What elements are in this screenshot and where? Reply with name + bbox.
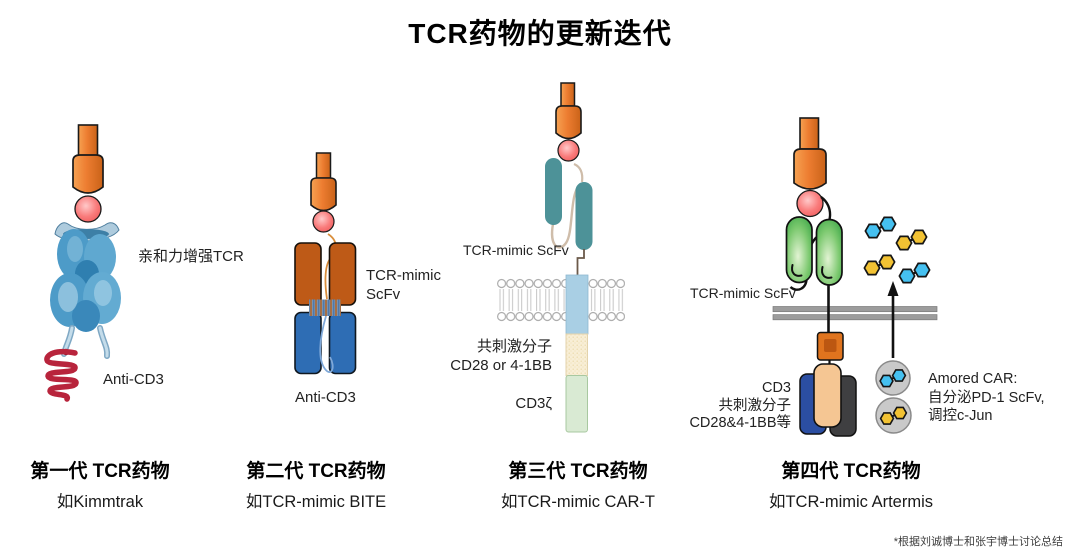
gen3-costim-label-line1: 共刺激分子 (476, 338, 552, 355)
gen3-peptide-ball-icon (557, 139, 580, 162)
gen4-caption-title: 第四代 TCR药物 (781, 461, 921, 482)
gen4-intracellular-domains-icon (799, 363, 857, 437)
gen3-costim-label-line2: CD28 or 4-1BB (450, 357, 552, 374)
gen4-signaling-adaptor-icon (816, 331, 844, 365)
gen2-domain-junction-icon (309, 299, 341, 316)
gen1-caption-example: 如Kimmtrak (56, 493, 144, 511)
page-title: TCR药物的更新迭代 (408, 18, 672, 49)
gen1-anti-cd3-label: Anti-CD3 (103, 371, 164, 388)
gen4-secreted-molecules-icon (863, 216, 931, 284)
gen1-peptide-ball-icon (74, 195, 102, 223)
gen1-caption: 第一代 TCR药物 如Kimmtrak (0, 456, 200, 512)
gen2-peptide-ball-icon (312, 210, 335, 233)
gen3-cd3zeta-domain-icon (565, 375, 588, 433)
gen3-transmembrane-domain-icon (565, 274, 589, 335)
gen2-mhc-peptide-complex-icon (310, 152, 337, 233)
gen4-intracellular-label: CD3 共刺激分子 CD28&4-1BB等 (689, 380, 791, 433)
gen3-scfv-linker-top-icon (573, 162, 584, 183)
gen2-scfv-label-line1: TCR-mimic (366, 267, 441, 284)
gen4-armored-label-line2: 自分泌PD-1 ScFv, (928, 389, 1045, 406)
gen4-caption: 第四代 TCR药物 如TCR-mimic Artermis (741, 456, 961, 512)
gen4-cd3-peach-domain-icon (813, 363, 842, 428)
gen4-secretion-arrow-icon (887, 281, 899, 358)
gen4-armored-payload-icons (875, 360, 912, 434)
gen4-peptide-ball-icon (796, 189, 824, 218)
gen3-cell-membrane-icon (497, 278, 625, 322)
gen3-mhc-peptide-complex-icon (555, 82, 582, 162)
gen1-affinity-enhanced-tcr-icon (50, 222, 121, 359)
gen3-costimulatory-domain-icon (565, 333, 588, 376)
gen2-structure (294, 152, 357, 375)
gen2-caption-example: 如TCR-mimic BITE (245, 493, 387, 511)
gen1-anti-cd3-coil-icon (44, 348, 79, 402)
gen4-mhc-peptide-complex-icon (793, 117, 827, 218)
gen4-cd3-label: CD3 (761, 380, 791, 396)
gen4-scfv-label: TCR-mimic ScFv (690, 285, 796, 301)
gen2-caption: 第二代 TCR药物 如TCR-mimic BITE (216, 456, 416, 512)
gen4-cell-membrane-icon (772, 306, 938, 321)
gen3-hinge-linker-icon (576, 249, 585, 277)
gen4-structure (772, 117, 938, 437)
gen1-caption-title: 第一代 TCR药物 (30, 461, 170, 482)
gen3-caption-title: 第三代 TCR药物 (508, 461, 648, 482)
gen2-scfv-label-line2: ScFv (366, 286, 401, 303)
gen3-tcr-mimic-scfv-icon (545, 158, 593, 250)
footnote: *根据刘诚博士和张宇博士讨论总结 (893, 536, 1063, 548)
gen4-armored-label-line1: Amored CAR: (928, 371, 1018, 387)
gen3-structure (497, 82, 625, 433)
gen4-caption-example: 如TCR-mimic Artermis (768, 493, 934, 511)
gen3-scfv-linker-icon (550, 182, 582, 249)
gen4-costim-label-line1: 共刺激分子 (718, 397, 792, 414)
gen2-anti-cd3-label: Anti-CD3 (295, 389, 356, 406)
gen2-anti-cd3-domain-icon (294, 311, 357, 375)
gen3-scfv-label: TCR-mimic ScFv (463, 242, 569, 258)
gen2-caption-title: 第二代 TCR药物 (246, 461, 386, 482)
gen4-costim-label-line2: CD28&4-1BB等 (689, 415, 791, 431)
gen1-mhc-peptide-complex-icon (72, 124, 104, 223)
gen2-tcr-mimic-scfv-icon (294, 242, 357, 306)
gen4-armored-car-label: Amored CAR: 自分泌PD-1 ScFv, 调控c-Jun (928, 370, 1045, 426)
gen3-caption-example: 如TCR-mimic CAR-T (501, 493, 655, 511)
gen4-tcr-mimic-scfv-icon (785, 216, 843, 286)
gen1-affinity-tcr-label: 亲和力增强TCR (138, 248, 244, 265)
gen2-scfv-label: TCR-mimic ScFv (366, 266, 441, 304)
gen4-armored-label-line3: 调控c-Jun (928, 408, 993, 424)
gen1-structure (44, 124, 121, 402)
gen3-caption: 第三代 TCR药物 如TCR-mimic CAR-T (478, 456, 678, 512)
gen3-cd3zeta-label: CD3ζ (515, 395, 552, 412)
gen3-costim-label: 共刺激分子 CD28 or 4-1BB (450, 337, 552, 375)
